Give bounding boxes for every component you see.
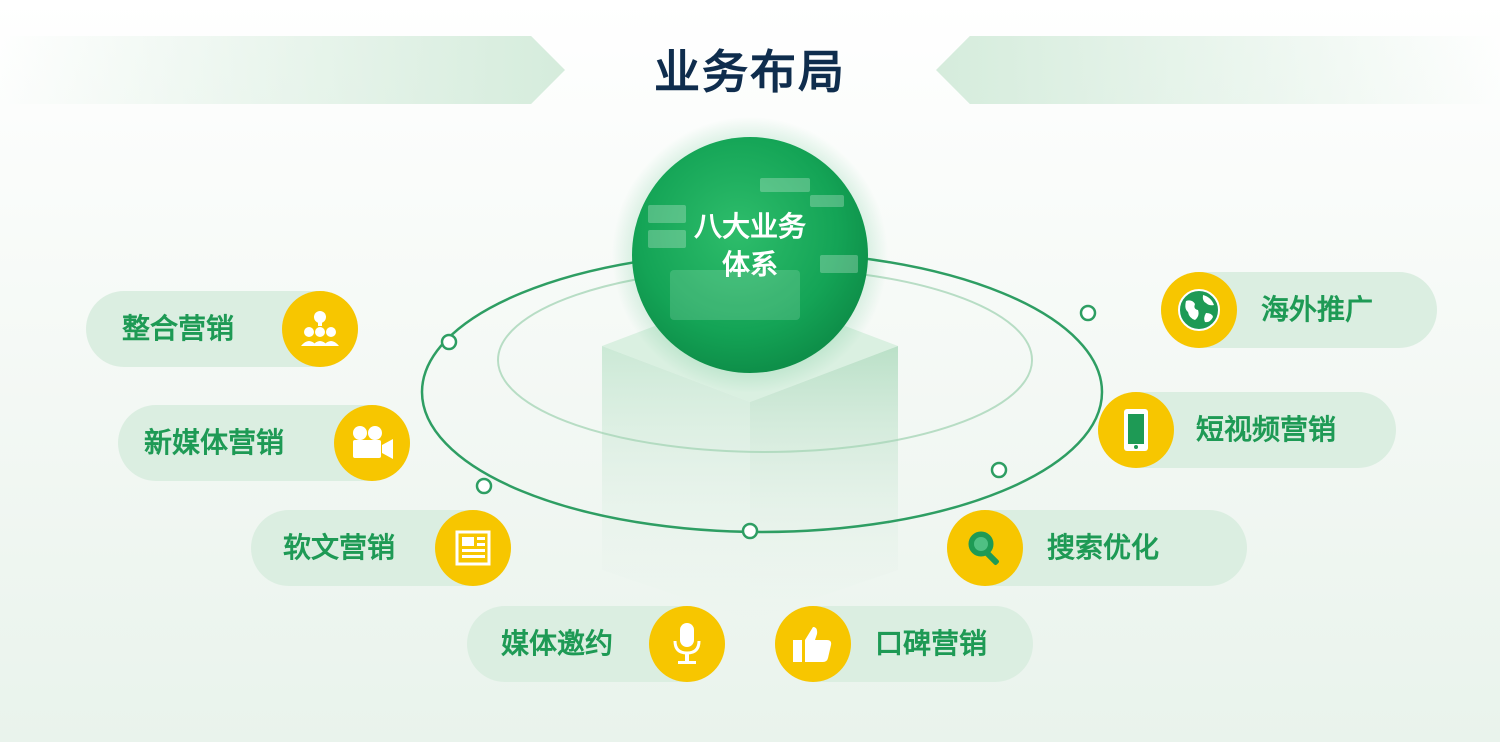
orbit-node xyxy=(741,522,759,540)
newspaper-icon xyxy=(435,510,511,586)
orbit-node xyxy=(990,461,1008,479)
item-word-of-mouth-marketing[interactable]: 口碑营销 xyxy=(775,606,1033,682)
item-integrated-marketing[interactable]: 整合营销 xyxy=(86,291,358,367)
microphone-icon xyxy=(649,606,725,682)
team-idea-icon xyxy=(282,291,358,367)
item-media-invitation[interactable]: 媒体邀约 xyxy=(467,606,725,682)
item-soft-article-marketing[interactable]: 软文营销 xyxy=(251,510,511,586)
box-left-face xyxy=(602,346,750,620)
center-sphere xyxy=(632,137,868,373)
item-label: 整合营销 xyxy=(122,312,235,345)
item-new-media-marketing[interactable]: 新媒体营销 xyxy=(118,405,410,481)
title-banner-left xyxy=(0,36,565,104)
item-label: 软文营销 xyxy=(283,531,396,564)
thumbs-up-icon xyxy=(775,606,851,682)
item-label: 短视频营销 xyxy=(1196,413,1337,446)
item-label: 新媒体营销 xyxy=(144,426,285,459)
smartphone-icon xyxy=(1098,392,1174,468)
magnifier-icon xyxy=(947,510,1023,586)
video-camera-icon xyxy=(334,405,410,481)
item-label: 海外推广 xyxy=(1261,293,1374,326)
page-title: 业务布局 xyxy=(654,45,846,99)
center-label-line1: 八大业务 xyxy=(693,210,806,243)
orbit-node xyxy=(475,477,493,495)
center-label: 八大业务 体系 xyxy=(632,208,868,284)
item-label: 媒体邀约 xyxy=(501,627,614,660)
orbit-node xyxy=(440,333,458,351)
item-search-optimization[interactable]: 搜索优化 xyxy=(947,510,1247,586)
item-overseas-promotion[interactable]: 海外推广 xyxy=(1161,272,1437,348)
center-label-line2: 体系 xyxy=(721,248,778,281)
item-label: 搜索优化 xyxy=(1047,531,1160,564)
item-label: 口碑营销 xyxy=(875,627,988,660)
box-right-face xyxy=(750,346,898,620)
sphere-texture xyxy=(648,178,858,320)
item-short-video-marketing[interactable]: 短视频营销 xyxy=(1098,392,1396,468)
orbit-node xyxy=(1079,304,1097,322)
title-banner-right xyxy=(936,36,1500,104)
globe-icon xyxy=(1161,272,1237,348)
